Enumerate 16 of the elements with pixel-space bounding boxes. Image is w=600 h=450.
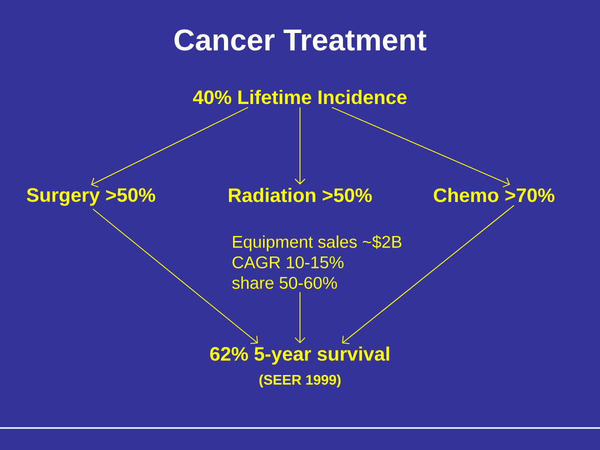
note-text: CAGR 10-15% xyxy=(232,256,344,268)
arrow xyxy=(332,106,510,188)
arrow xyxy=(342,204,514,344)
arrow xyxy=(91,106,248,188)
arrow xyxy=(92,208,258,344)
title: Cancer Treatment xyxy=(174,29,426,51)
node-label: Surgery >50% xyxy=(26,188,156,206)
source-note: (SEER 1999) xyxy=(259,374,341,388)
node-label: Radiation >50% xyxy=(228,188,372,202)
arrow xyxy=(294,292,306,344)
node-label: Chemo >70% xyxy=(434,188,554,202)
node-label: 40% Lifetime Incidence xyxy=(193,90,407,104)
arrow xyxy=(294,106,306,185)
note-text: share 50-60% xyxy=(232,276,337,289)
node-label: 62% 5-year survival xyxy=(210,346,390,365)
note-text: Equipment sales ~$2B xyxy=(233,235,402,252)
